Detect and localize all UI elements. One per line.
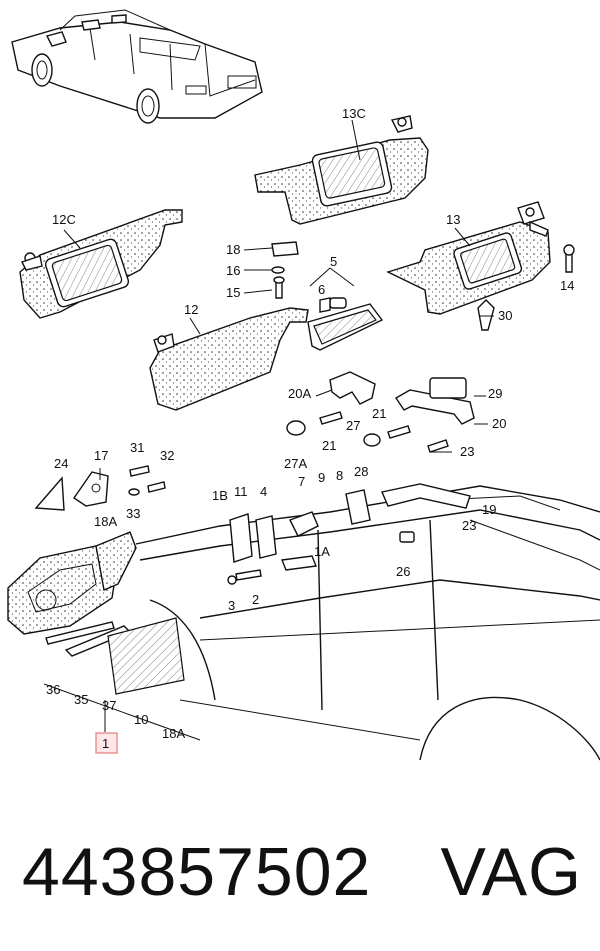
label-20a: 20A <box>288 386 311 401</box>
label-28: 28 <box>354 464 368 479</box>
label-18a-bottom: 18A <box>162 726 185 741</box>
label-2: 2 <box>252 592 259 607</box>
label-13: 13 <box>446 212 460 227</box>
caption-bar: 443857502 VAG <box>22 832 582 922</box>
label-30: 30 <box>498 308 512 323</box>
label-29: 29 <box>488 386 502 401</box>
label-1: 1 <box>102 736 109 751</box>
label-23b: 23 <box>462 518 476 533</box>
label-4: 4 <box>260 484 267 499</box>
label-12c: 12C <box>52 212 76 227</box>
exterior-mirror <box>7 531 185 695</box>
label-21a: 21 <box>372 406 386 421</box>
label-8: 8 <box>336 468 343 483</box>
label-6: 6 <box>318 282 325 297</box>
small-parts-30-14 <box>477 244 575 331</box>
label-18: 18 <box>226 242 240 257</box>
label-19: 19 <box>482 502 496 517</box>
label-7: 7 <box>298 474 305 489</box>
label-18a-top: 18A <box>94 514 117 529</box>
label-36: 36 <box>46 682 60 697</box>
label-33: 33 <box>126 506 140 521</box>
highlight-box-1 <box>95 732 118 754</box>
parts-diagram: 13C 12C 13 18 16 15 5 6 12 14 30 20A 29 … <box>7 9 600 761</box>
label-20: 20 <box>492 416 506 431</box>
mirror-mount-parts <box>34 465 166 511</box>
sun-visor-13 <box>386 201 551 315</box>
label-14: 14 <box>560 278 574 293</box>
label-15: 15 <box>226 285 240 300</box>
sun-visor-12c <box>19 209 183 319</box>
grab-handles-20 <box>286 371 475 453</box>
label-9: 9 <box>318 470 325 485</box>
label-16: 16 <box>226 263 240 278</box>
label-37: 37 <box>102 698 116 713</box>
label-17: 17 <box>94 448 108 463</box>
label-27a: 27A <box>284 456 307 471</box>
label-11: 11 <box>234 484 248 499</box>
label-10: 10 <box>134 712 148 727</box>
label-23a: 23 <box>460 444 474 459</box>
leader-lines <box>43 119 494 741</box>
callout-labels: 13C 12C 13 18 16 15 5 6 12 14 30 20A 29 … <box>46 106 574 754</box>
sun-visor-12 <box>149 307 309 411</box>
door-interior-section <box>135 483 600 761</box>
label-1b: 1B <box>212 488 228 503</box>
label-31: 31 <box>130 440 144 455</box>
part-number: 443857502 <box>22 834 372 910</box>
label-24: 24 <box>54 456 68 471</box>
label-21b: 21 <box>322 438 336 453</box>
car-overview-illustration <box>11 9 263 124</box>
label-32: 32 <box>160 448 174 463</box>
sun-visor-13c <box>254 115 429 225</box>
brand-name: VAG <box>440 834 582 910</box>
label-27: 27 <box>346 418 360 433</box>
label-35: 35 <box>74 692 88 707</box>
label-12: 12 <box>184 302 198 317</box>
fasteners-18-16-15 <box>271 241 299 299</box>
label-5: 5 <box>330 254 337 269</box>
label-13c: 13C <box>342 106 366 121</box>
label-3: 3 <box>228 598 235 613</box>
label-1a: 1A <box>314 544 330 559</box>
rear-view-mirror <box>307 297 384 351</box>
label-26: 26 <box>396 564 410 579</box>
